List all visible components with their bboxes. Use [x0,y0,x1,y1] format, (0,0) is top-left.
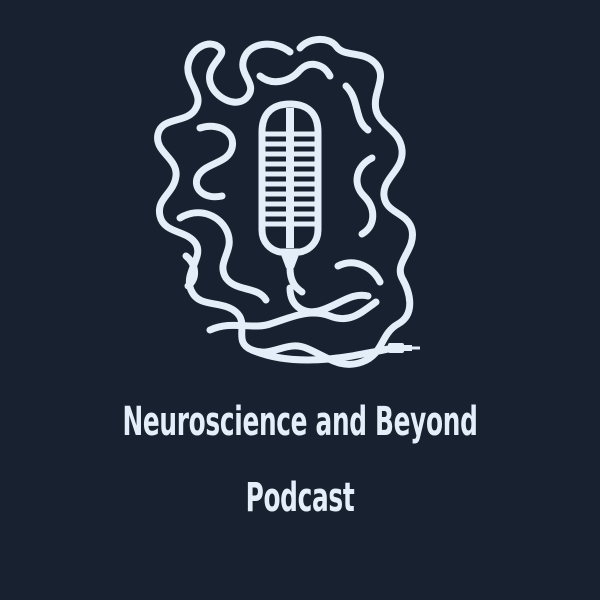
microphone-icon [258,100,322,296]
podcast-title-line-2: Podcast [245,475,355,521]
brain-microphone-icon [154,36,420,368]
audio-jack-icon [388,343,420,353]
brain-outline-icon [154,36,416,368]
podcast-title-line-1: Neuroscience and Beyond [122,399,478,445]
